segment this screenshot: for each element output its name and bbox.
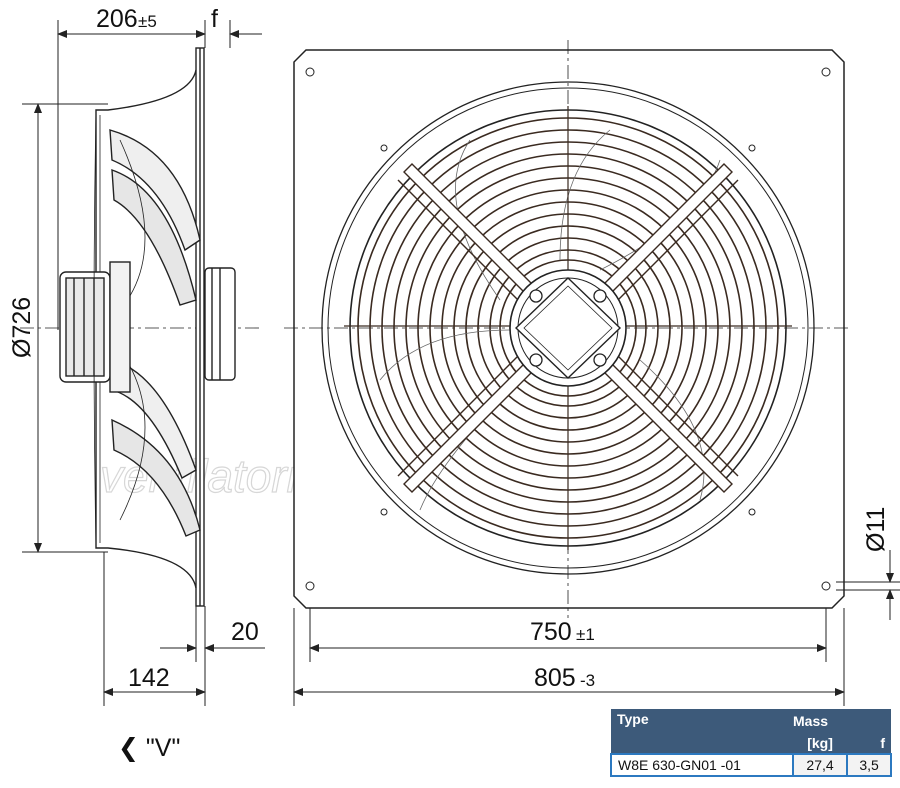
view-v-label: ❮ "V": [118, 734, 180, 762]
diameter-label: Ø726: [8, 297, 36, 358]
side-dimensions: [22, 20, 265, 706]
table-row: W8E 630-GN01 -01 27,4 3,5: [610, 753, 892, 777]
front-dimension-labels: 750 ±1 805 -3 Ø11: [530, 507, 890, 692]
cell-mass: 27,4: [791, 753, 849, 777]
mount-hole-label: Ø11: [862, 507, 890, 552]
spec-table: Type Mass [kg] f W8E 630-GN01 -01 27,4 3…: [610, 709, 892, 777]
header-mass-unit: [kg]: [793, 732, 848, 754]
cell-type: W8E 630-GN01 -01: [610, 753, 794, 777]
table-header-row: Type Mass: [611, 709, 891, 754]
depth-main-label: 206: [96, 5, 138, 33]
table-header-row-2: [kg] f: [611, 732, 891, 754]
header-mass: Mass: [793, 709, 891, 732]
header-type: Type: [611, 709, 793, 754]
cell-f: 3,5: [846, 753, 892, 777]
offset-20-label: 20: [231, 618, 259, 646]
depth-tol-label: ±5: [138, 12, 157, 31]
plate-tol-label: -3: [580, 671, 595, 690]
plate-width-label: 805: [534, 664, 576, 692]
front-dimensions: [293, 550, 900, 706]
header-f: f: [847, 732, 891, 754]
f-label: f: [211, 5, 218, 33]
side-view: [20, 47, 262, 607]
depth-142-label: 142: [128, 664, 170, 692]
side-dimension-labels: 206 ±5 f Ø726 20 142: [8, 5, 259, 692]
front-view: [284, 40, 852, 618]
hole-pitch-label: 750: [530, 618, 572, 646]
hole-pitch-tol-label: ±1: [576, 625, 595, 644]
